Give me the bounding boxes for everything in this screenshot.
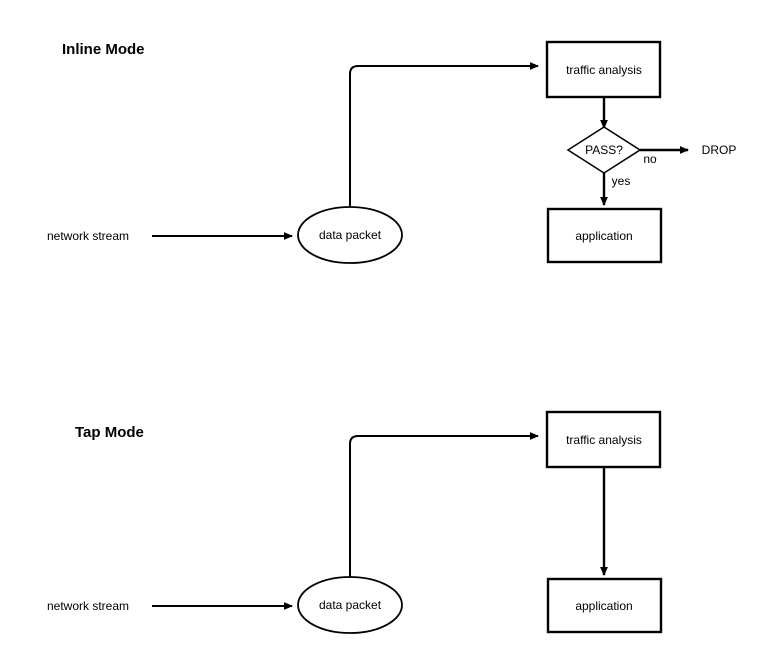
node-traffic-analysis-2-shape[interactable] bbox=[545, 410, 662, 469]
label-drop: DROP bbox=[701, 143, 737, 157]
node-traffic-analysis-shape[interactable] bbox=[545, 40, 662, 99]
edge-label-yes: yes bbox=[611, 174, 631, 188]
label-traffic-analysis: traffic analysis bbox=[566, 63, 642, 77]
edge-packet-to-analysis bbox=[349, 62, 539, 207]
section-title-inline-mode: Inline Mode bbox=[62, 41, 145, 58]
label-application-2: application bbox=[575, 599, 633, 613]
edge-label-no: no bbox=[643, 152, 657, 166]
label-pass-decision: PASS? bbox=[585, 143, 623, 157]
label-network-stream-2: network stream bbox=[46, 599, 130, 613]
label-traffic-analysis-2: traffic analysis bbox=[566, 433, 642, 447]
node-application-2-shape[interactable] bbox=[546, 577, 663, 634]
node-application-shape[interactable] bbox=[546, 207, 663, 264]
section-title-tap-mode: Tap Mode bbox=[75, 424, 144, 441]
label-data-packet: data packet bbox=[318, 228, 382, 242]
label-data-packet-2: data packet bbox=[318, 598, 382, 612]
edge-packet-to-analysis-2 bbox=[349, 432, 539, 577]
label-application: application bbox=[575, 229, 633, 243]
label-network-stream: network stream bbox=[46, 229, 130, 243]
